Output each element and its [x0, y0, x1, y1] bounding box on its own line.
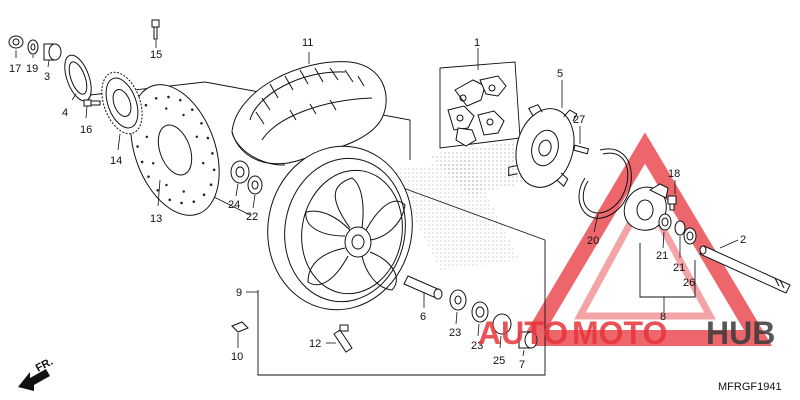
- callout-6: 6: [420, 311, 426, 323]
- callout-18: 18: [668, 168, 680, 180]
- callout-10: 10: [231, 351, 243, 363]
- leader-lines: [15, 40, 739, 357]
- callout-13: 13: [150, 213, 162, 225]
- callout-23b: 23: [471, 340, 483, 352]
- front-direction-label: FR.: [34, 356, 55, 375]
- final-drive-drawing: [623, 183, 669, 231]
- rear-axle-drawing: [699, 245, 791, 294]
- group-box: [257, 240, 546, 376]
- rear-tire-drawing: [231, 61, 387, 166]
- o-ring-drawing: [492, 313, 512, 335]
- dust-seal-drawing: [658, 213, 672, 231]
- group-box: [639, 243, 696, 298]
- diagram-code: MFRGF1941: [718, 381, 782, 393]
- group-box: [439, 61, 521, 149]
- callout-21b: 21: [673, 262, 685, 274]
- rear-wheel-drawing: [267, 145, 413, 311]
- pulser-bolt-drawing: [83, 99, 101, 107]
- callout-7: 7: [519, 359, 525, 371]
- callout-24: 24: [228, 199, 240, 211]
- watermark-logo: AUTO MOTO HUB: [478, 315, 775, 351]
- side-collar-drawing: [518, 331, 538, 349]
- disc-bolt-drawing: [151, 19, 160, 40]
- damper-set-drawing: [447, 75, 507, 147]
- tire-valve-drawing: [333, 324, 353, 353]
- watermark-hub: HUB: [706, 315, 775, 351]
- group-box: [209, 194, 251, 216]
- callout-14: 14: [110, 155, 122, 167]
- callout-16: 16: [80, 124, 92, 136]
- watermark-moto: MOTO: [572, 315, 667, 351]
- retainer-drawing: [64, 54, 92, 102]
- brake-disc-drawing: [130, 84, 220, 216]
- collar-drawing: [43, 43, 62, 61]
- balance-weight-drawing: [231, 321, 249, 333]
- o-ring-flange-drawing: [674, 220, 697, 245]
- callout-17: 17: [9, 63, 21, 75]
- stud-bolt-drawing: [573, 144, 590, 155]
- flange-bolt-drawing: [667, 195, 677, 211]
- callout-1: 1: [474, 37, 480, 49]
- callout-19: 19: [26, 63, 38, 75]
- driven-flange-drawing: [508, 104, 578, 188]
- callout-8: 8: [660, 311, 666, 323]
- callout-22: 22: [246, 211, 258, 223]
- callout-25: 25: [493, 355, 505, 367]
- watermark-auto: AUTO: [478, 315, 568, 351]
- callout-3: 3: [44, 71, 50, 83]
- callout-20: 20: [587, 235, 599, 247]
- bearing-right-drawing: [449, 289, 467, 311]
- washer-drawing: [27, 39, 39, 55]
- hatch-area: [390, 160, 520, 270]
- callout-9: 9: [236, 287, 242, 299]
- front-direction-arrow: [18, 369, 50, 391]
- callout-26: 26: [683, 277, 695, 289]
- dust-seal-left-drawing: [247, 175, 263, 195]
- callout-21a: 21: [656, 250, 668, 262]
- callout-numbers: 17 19 3 4 16 14 13 15 11 1 5 27 20 18 2 …: [9, 37, 782, 393]
- bearing-left-drawing: [230, 160, 250, 184]
- callout-5: 5: [557, 68, 563, 80]
- watermark-triangle: [517, 132, 773, 346]
- callout-11: 11: [302, 37, 313, 49]
- dust-seal-right-drawing: [471, 301, 489, 323]
- callout-27: 27: [573, 114, 585, 126]
- callout-4: 4: [62, 107, 68, 119]
- pulser-ring-drawing: [101, 71, 143, 135]
- callout-12: 12: [309, 338, 321, 350]
- callout-15: 15: [150, 49, 162, 61]
- wheel-collar-drawing: [403, 275, 443, 300]
- group-box: [394, 184, 546, 241]
- circlip-drawing: [578, 148, 632, 219]
- callout-23a: 23: [449, 327, 461, 339]
- axle-nut-drawing: [8, 35, 24, 49]
- callout-2: 2: [740, 234, 746, 246]
